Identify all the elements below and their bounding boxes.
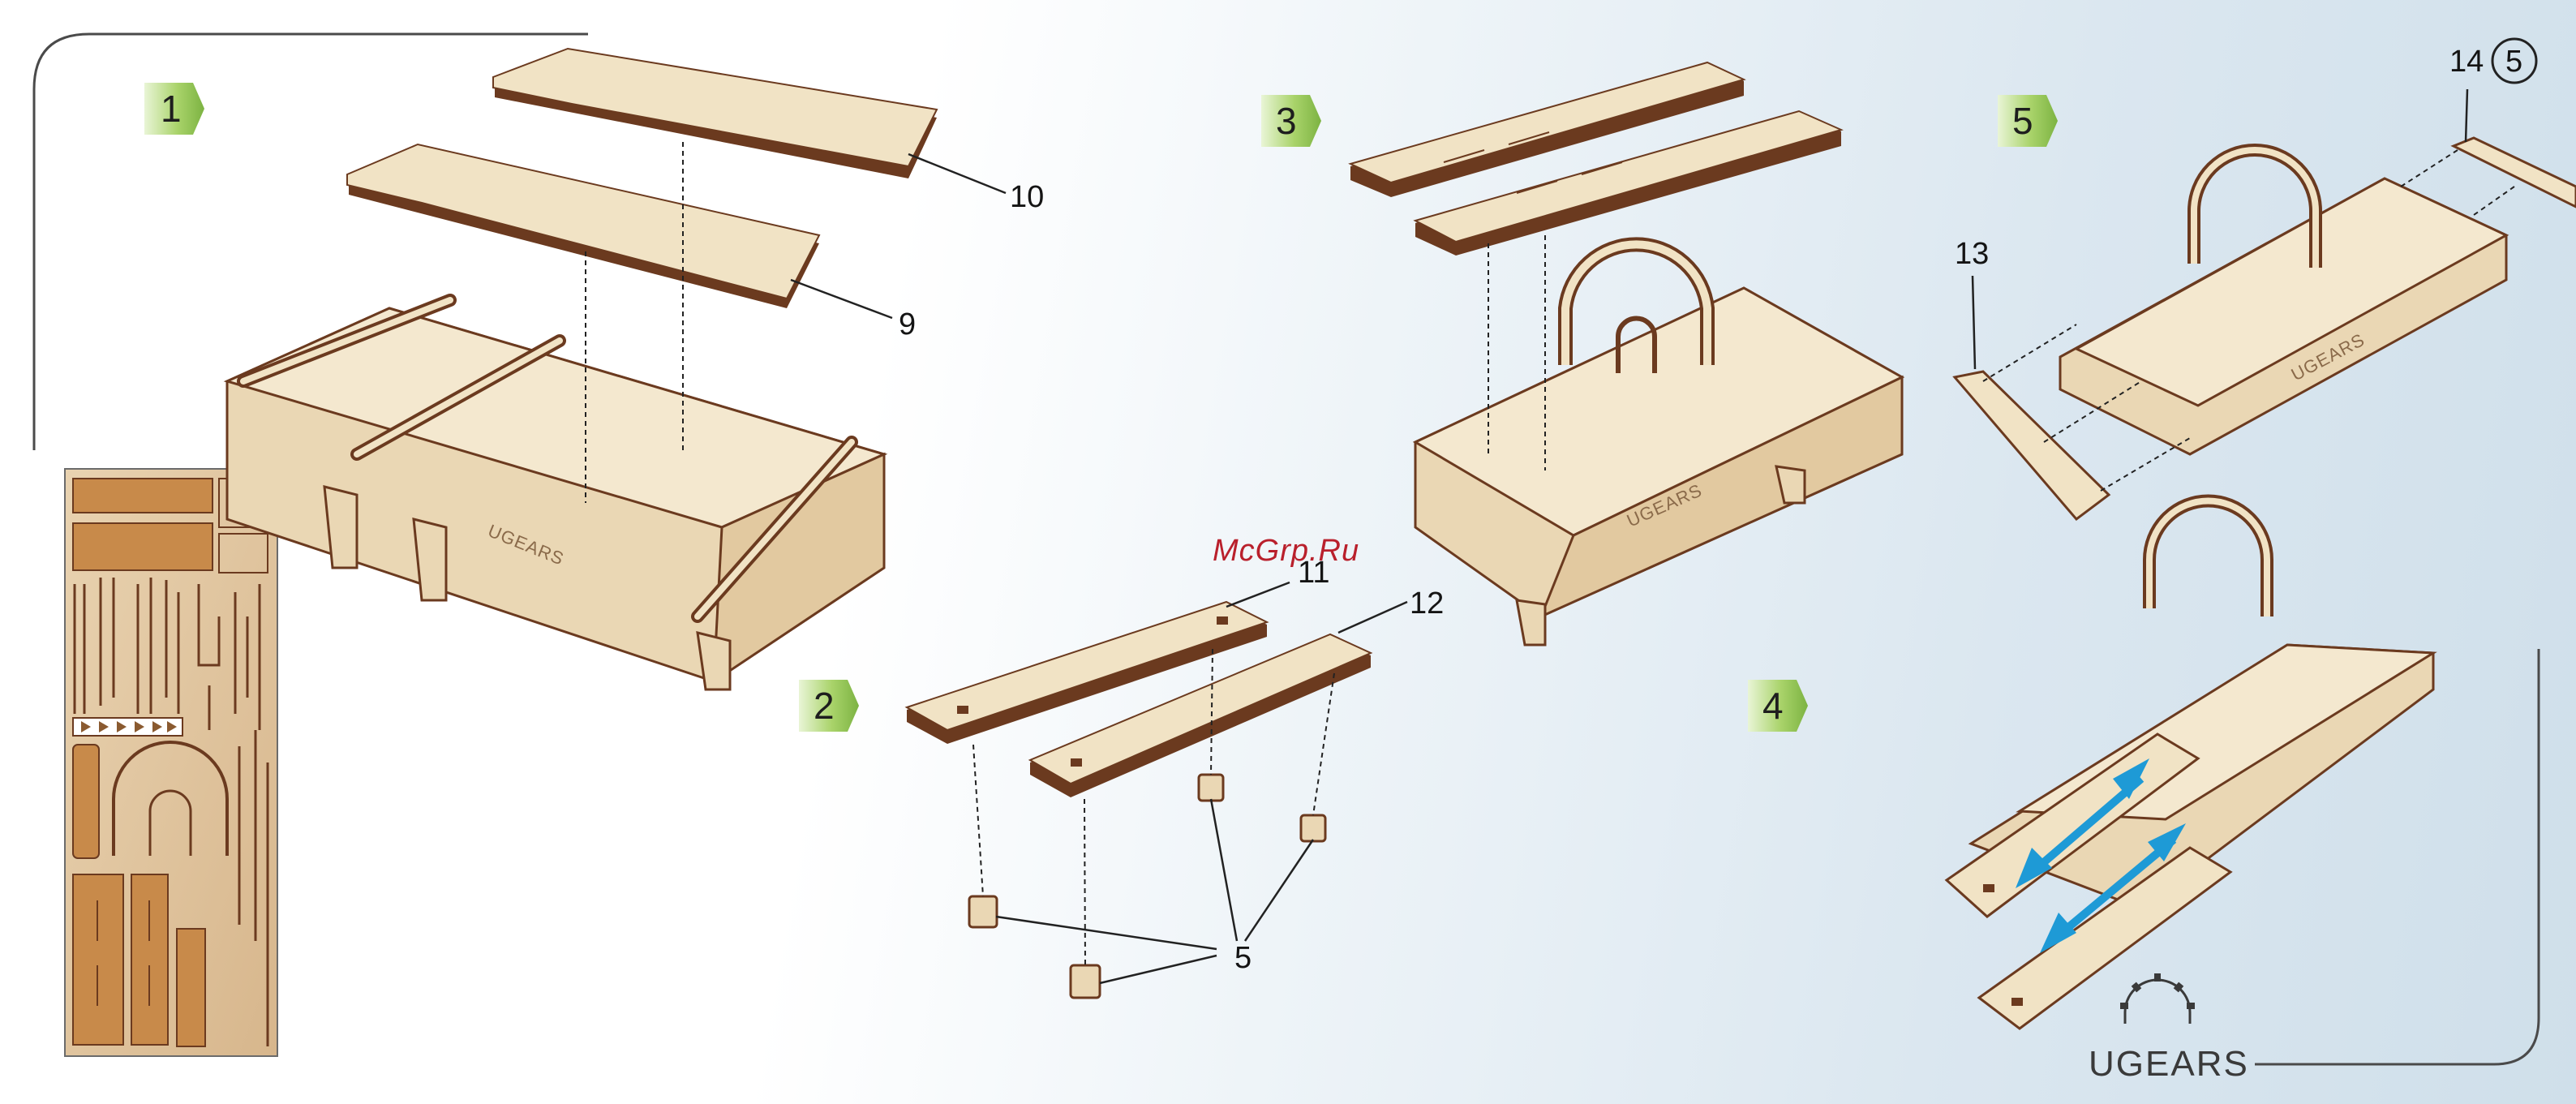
step1-assembly: UGEARS (227, 49, 1006, 689)
part-number-12: 12 (1410, 586, 1444, 621)
watermark-text: McGrp.Ru (1213, 534, 1359, 569)
part-quantity-14: 5 (2505, 45, 2522, 79)
step-number-1: 1 (161, 88, 182, 130)
part-number-14: 14 (2449, 45, 2484, 79)
step-badge-5: 5 (1998, 95, 2058, 147)
step-badge-1: 1 (144, 83, 204, 135)
step-number-5: 5 (2012, 100, 2033, 142)
step-badge-4: 4 (1748, 680, 1808, 732)
step4-assembly (1947, 501, 2433, 1029)
part-number-9: 9 (899, 307, 916, 342)
step-number-2: 2 (814, 685, 835, 727)
step-badge-3: 3 (1261, 95, 1321, 147)
part-number-5: 5 (1234, 941, 1252, 975)
part-number-13: 13 (1955, 237, 1989, 271)
step3-assembly: UGEARS (1350, 62, 1902, 645)
part-number-10: 10 (1010, 180, 1044, 214)
step-badge-2: 2 (799, 680, 859, 732)
ugears-logo: UGEARS (2089, 973, 2249, 1084)
parts-sheet (65, 469, 277, 1056)
step-number-3: 3 (1276, 100, 1297, 142)
step2-assembly (907, 582, 1407, 998)
step-number-4: 4 (1762, 685, 1784, 727)
brand-name: UGEARS (2089, 1044, 2249, 1084)
